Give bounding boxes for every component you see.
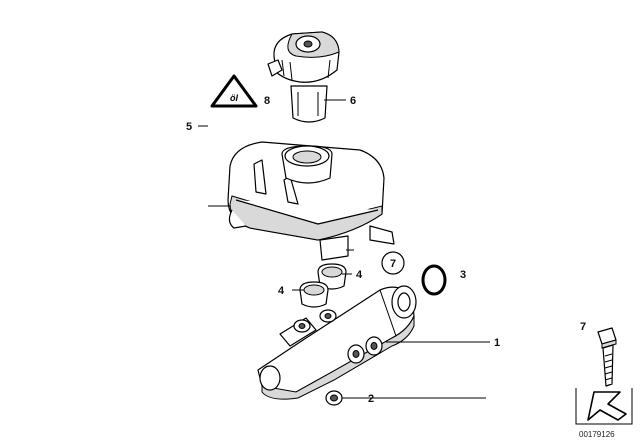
callout-5: 5: [186, 121, 192, 133]
callout-3: 3: [460, 269, 466, 281]
leader-lines: [198, 99, 490, 399]
callout-1: 1: [494, 337, 500, 349]
callout-7-circled: 7: [390, 258, 396, 270]
callout-4-upper: 4: [356, 269, 363, 281]
sealing-grommets: [299, 263, 347, 308]
callout-2: 2: [368, 393, 374, 405]
hex-bolt: [597, 327, 617, 387]
arrow-icon: [587, 391, 627, 421]
callout-6: 6: [350, 95, 356, 107]
callout-7-bolt: 7: [580, 321, 586, 333]
o-ring: [421, 264, 447, 296]
warning-triangle-label: öl: [210, 74, 258, 108]
oil-symbol-text: öl: [230, 93, 238, 103]
reservoir-cap-filter: [267, 31, 340, 123]
navigation-arrow-box[interactable]: [575, 388, 633, 425]
plug-seal: [325, 390, 343, 406]
callout-8: 8: [264, 95, 270, 107]
brake-fluid-reservoir: [208, 141, 395, 261]
circled-reference-7: 7: [381, 251, 405, 275]
callout-4-lower: 4: [278, 285, 285, 297]
brake-master-cylinder: [257, 285, 417, 400]
document-id: 00179126: [579, 430, 615, 439]
